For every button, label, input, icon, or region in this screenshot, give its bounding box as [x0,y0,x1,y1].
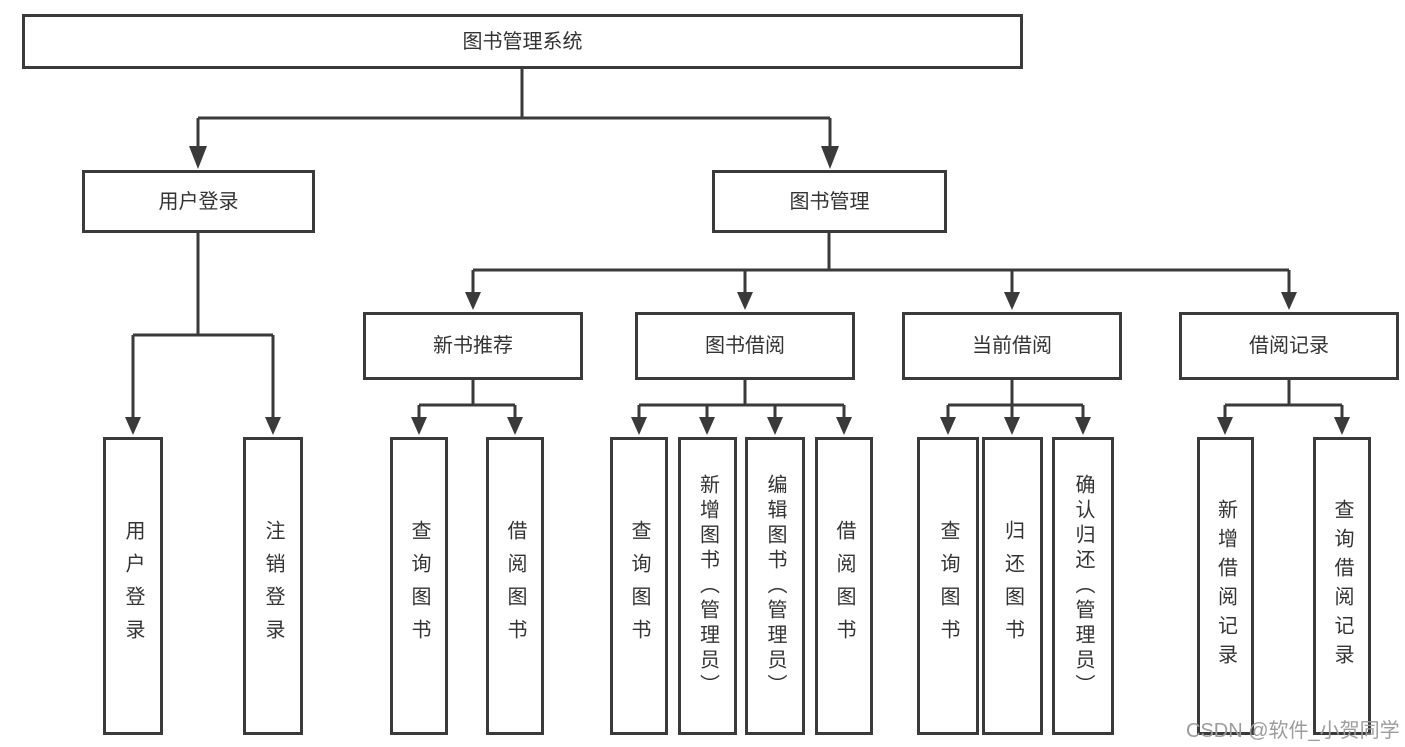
leaf-query-books-3: 查询图书 [917,437,979,735]
leaf-return-books: 归还图书 [982,437,1043,735]
leaf-logout: 注销登录 [243,437,303,735]
leaf-confirm-return-admin: 确认归还（管理员） [1052,437,1114,735]
leaf-edit-books-admin: 编辑图书（管理员） [745,437,805,735]
node-root: 图书管理系统 [22,14,1023,69]
node-current-borrowing: 当前借阅 [902,312,1122,380]
node-book-borrowing: 图书借阅 [635,312,855,380]
leaf-add-books-admin: 新增图书（管理员） [678,437,737,735]
leaf-query-books-2: 查询图书 [610,437,668,735]
leaf-borrow-books-2: 借阅图书 [815,437,873,735]
leaf-query-borrow-record: 查询借阅记录 [1313,437,1371,735]
node-book-management: 图书管理 [712,170,947,233]
node-borrow-records: 借阅记录 [1179,312,1399,380]
node-user-login: 用户登录 [82,170,315,233]
leaf-user-login: 用户登录 [103,437,163,735]
leaf-borrow-books-1: 借阅图书 [486,437,544,735]
leaf-query-books-1: 查询图书 [390,437,448,735]
arrowheads [125,146,1350,435]
leaf-add-borrow-record: 新增借阅记录 [1197,437,1254,735]
node-new-book-recommend: 新书推荐 [363,312,583,380]
csdn-watermark: CSDN @软件_小贺同学 [1186,720,1400,742]
